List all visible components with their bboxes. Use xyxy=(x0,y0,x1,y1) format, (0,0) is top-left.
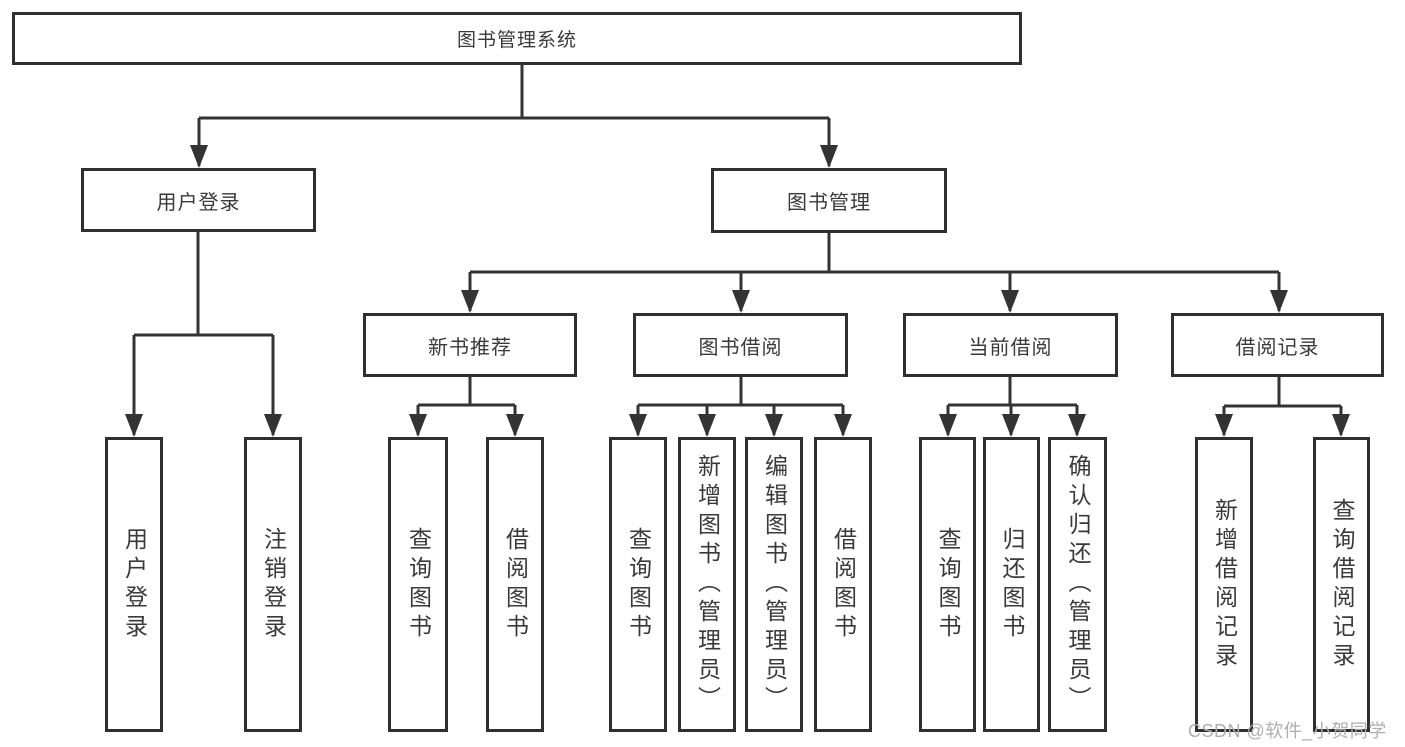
node-current-borrow: 当前借阅 xyxy=(903,313,1118,377)
arrowhead xyxy=(190,145,208,168)
leaf-user-login: 用户登录 xyxy=(105,437,163,732)
arrowhead xyxy=(820,145,838,168)
leaf-edit-book-admin-label: 编辑图书（管理员） xyxy=(761,454,788,715)
arrowhead xyxy=(834,414,852,437)
leaf-query-book-borrow: 查询图书 xyxy=(609,437,667,732)
node-book-borrow: 图书借阅 xyxy=(633,313,848,377)
node-book-management: 图书管理 xyxy=(711,168,947,233)
node-book-management-label: 图书管理 xyxy=(787,192,871,214)
arrowhead xyxy=(939,414,957,437)
leaf-logout-label: 注销登录 xyxy=(260,526,287,643)
leaf-query-book-borrow-label: 查询图书 xyxy=(625,526,652,643)
leaf-borrow-book: 借阅图书 xyxy=(814,437,872,732)
leaf-return-book: 归还图书 xyxy=(983,437,1040,732)
connector-paths xyxy=(132,65,1343,435)
arrowhead xyxy=(125,414,143,437)
leaf-add-book-admin: 新增图书（管理员） xyxy=(678,437,736,732)
leaf-user-login-label: 用户登录 xyxy=(121,526,148,643)
leaf-logout: 注销登录 xyxy=(244,437,302,732)
arrowhead xyxy=(1215,414,1233,437)
leaf-add-borrow-record-label: 新增借阅记录 xyxy=(1211,497,1238,672)
leaf-query-borrow-record-label: 查询借阅记录 xyxy=(1329,497,1355,672)
arrowhead xyxy=(506,414,524,437)
node-current-borrow-label: 当前借阅 xyxy=(968,336,1053,359)
leaf-query-book-current: 查询图书 xyxy=(919,437,976,732)
arrowhead xyxy=(409,414,427,437)
node-new-book-recommend: 新书推荐 xyxy=(363,313,577,377)
leaf-query-borrow-record: 查询借阅记录 xyxy=(1313,437,1370,732)
arrowhead xyxy=(698,414,716,437)
leaf-borrow-book-label: 借阅图书 xyxy=(830,526,857,643)
leaf-borrow-book-recommend-label: 借阅图书 xyxy=(502,526,529,643)
leaf-confirm-return-admin-label: 确认归还（管理员） xyxy=(1065,454,1091,715)
leaf-confirm-return-admin: 确认归还（管理员） xyxy=(1048,437,1107,732)
leaf-add-book-admin-label: 新增图书（管理员） xyxy=(694,454,721,715)
node-library-system: 图书管理系统 xyxy=(12,12,1022,65)
arrowhead xyxy=(765,414,783,437)
arrowhead xyxy=(1001,290,1019,313)
node-borrow-records: 借阅记录 xyxy=(1171,313,1384,377)
leaf-return-book-label: 归还图书 xyxy=(999,526,1025,643)
leaf-query-book-current-label: 查询图书 xyxy=(935,526,961,643)
arrowhead xyxy=(732,290,750,313)
node-library-system-label: 图书管理系统 xyxy=(456,30,577,51)
node-user-login-label: 用户登录 xyxy=(156,191,241,214)
node-user-login: 用户登录 xyxy=(81,168,316,232)
node-borrow-records-label: 借阅记录 xyxy=(1235,336,1320,359)
arrowheads xyxy=(125,145,1350,437)
arrowhead xyxy=(1270,290,1288,313)
csdn-watermark: CSDN @软件_小贺同学 xyxy=(1188,721,1387,741)
leaf-add-borrow-record: 新增借阅记录 xyxy=(1195,437,1253,732)
leaf-query-book-recommend: 查询图书 xyxy=(388,437,448,732)
leaf-query-book-recommend-label: 查询图书 xyxy=(405,526,432,643)
arrowhead xyxy=(461,290,479,313)
arrowhead xyxy=(629,414,647,437)
leaf-borrow-book-recommend: 借阅图书 xyxy=(486,437,544,732)
arrowhead xyxy=(1002,414,1020,437)
arrowhead xyxy=(1068,414,1086,437)
arrowhead xyxy=(1332,414,1350,437)
node-new-book-recommend-label: 新书推荐 xyxy=(428,336,512,359)
arrowhead xyxy=(264,414,282,437)
leaf-edit-book-admin: 编辑图书（管理员） xyxy=(745,437,803,732)
node-book-borrow-label: 图书借阅 xyxy=(698,336,783,359)
